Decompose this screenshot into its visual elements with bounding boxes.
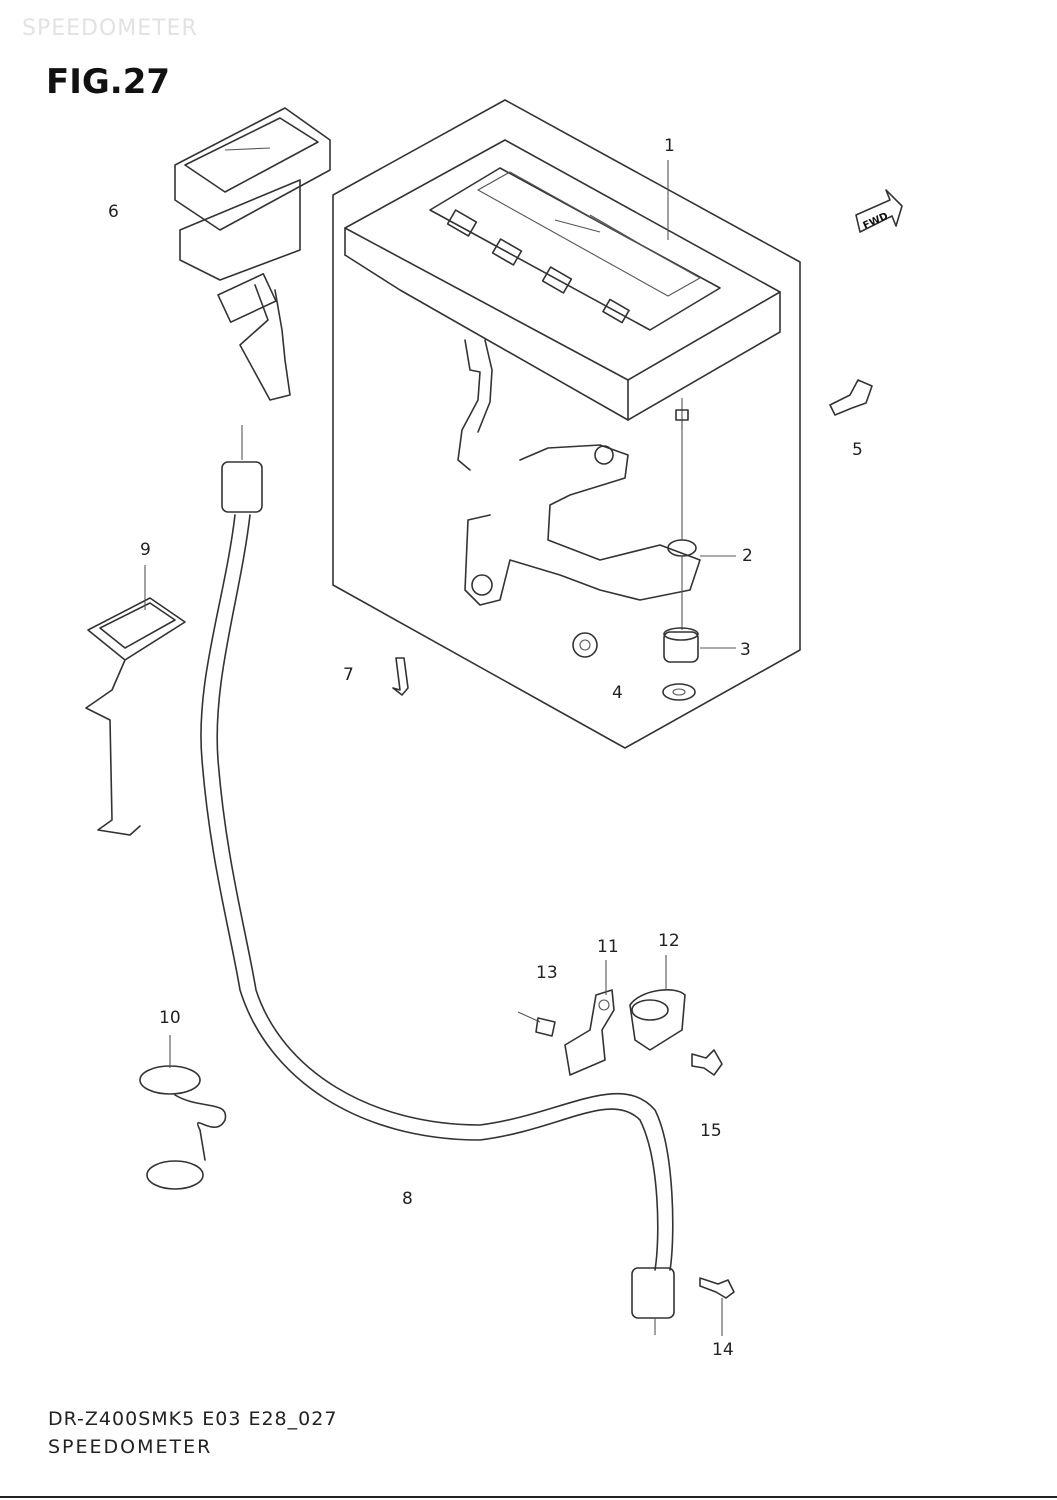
- callout-9: 9: [140, 540, 151, 560]
- speedometer-cable: [200, 425, 735, 1335]
- indicator-unit: [174, 107, 331, 401]
- speedometer-housing: [332, 99, 801, 749]
- fwd-arrow-icon: FWD: [855, 189, 903, 233]
- callout-4: 4: [612, 683, 623, 703]
- callout-7: 7: [343, 665, 354, 685]
- cable-guide-assembly: [517, 989, 723, 1076]
- callout-12: 12: [658, 931, 680, 951]
- callout-14: 14: [712, 1340, 734, 1360]
- callout-11: 11: [597, 937, 619, 957]
- watermark-title: SPEEDOMETER: [22, 16, 198, 41]
- callout-13: 13: [536, 963, 558, 983]
- callout-6: 6: [108, 202, 119, 222]
- figure-title: FIG.27: [46, 62, 171, 102]
- callout-leaders: [144, 160, 736, 1336]
- diagram-caption: SPEEDOMETER: [48, 1436, 213, 1458]
- callout-3: 3: [740, 640, 751, 660]
- callout-8: 8: [402, 1189, 413, 1209]
- callout-5: 5: [852, 440, 863, 460]
- fwd-label: FWD: [862, 211, 890, 232]
- bottom-rule: [0, 1496, 1057, 1498]
- callout-10: 10: [159, 1008, 181, 1028]
- cable-clamp-9: [85, 597, 186, 836]
- cable-clip-10: [139, 1065, 227, 1190]
- callout-1: 1: [664, 136, 675, 156]
- mounting-hardware: [392, 379, 873, 701]
- callout-2: 2: [742, 546, 753, 566]
- callout-15: 15: [700, 1121, 722, 1141]
- diagram-code: DR-Z400SMK5 E03 E28_027: [48, 1408, 338, 1430]
